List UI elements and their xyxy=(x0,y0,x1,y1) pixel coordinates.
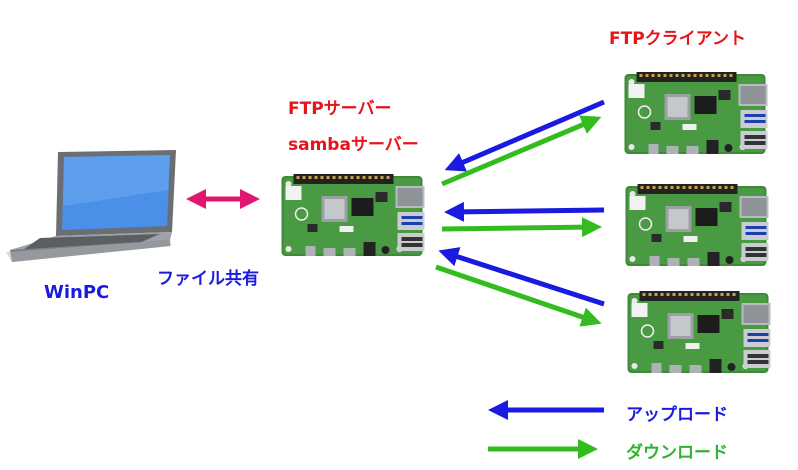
client-board-icon-2 xyxy=(624,183,770,267)
download-arrow-3 xyxy=(435,264,602,327)
server-board-icon xyxy=(280,173,426,257)
upload-arrow-2 xyxy=(444,201,605,222)
download-arrow-1 xyxy=(441,115,602,187)
download-arrow-2 xyxy=(441,217,602,238)
winpc-label: WinPC xyxy=(44,282,110,303)
upload-arrow-1 xyxy=(444,99,605,172)
ftp-server-label: FTPサーバー xyxy=(288,99,392,119)
samba-server-label: sambaサーバー xyxy=(288,135,419,155)
upload-arrow-3 xyxy=(438,247,605,307)
ftp-client-label: FTPクライアント xyxy=(609,29,746,49)
client-board-icon-1 xyxy=(623,71,769,155)
file-share-label: ファイル共有 xyxy=(157,269,259,289)
legend-download-label: ダウンロード xyxy=(626,443,728,463)
laptop-icon xyxy=(6,150,176,262)
client-board-icon-3 xyxy=(626,290,772,374)
legend-upload-label: アップロード xyxy=(626,405,728,425)
